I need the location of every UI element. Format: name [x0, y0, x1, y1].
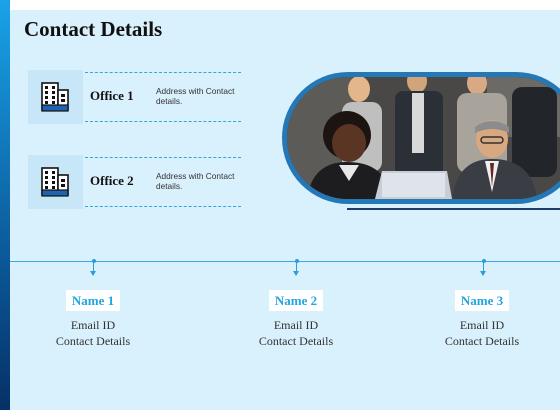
- office-icon-box: [28, 70, 83, 124]
- timeline-marker-3: [480, 259, 486, 276]
- office-address: Address with Contact details.: [156, 86, 235, 106]
- divider: [85, 121, 241, 122]
- timeline-dot: [481, 259, 486, 263]
- office-building-icon: [41, 167, 69, 197]
- contact-details: Contact Details: [444, 334, 520, 348]
- arrow-down-icon: [90, 271, 96, 276]
- top-border: [0, 0, 560, 10]
- contact-card-1: Name 1 Email ID Contact Details: [28, 290, 158, 349]
- bottom-border: [0, 410, 560, 420]
- team-photo-frame: [282, 72, 560, 204]
- timeline-marker-1: [90, 259, 96, 276]
- arrow-down-icon: [293, 271, 299, 276]
- timeline-dot: [91, 259, 96, 263]
- contact-email: Email ID: [273, 318, 319, 332]
- divider: [85, 72, 241, 73]
- contact-email: Email ID: [70, 318, 116, 332]
- left-accent-bar: [0, 0, 10, 420]
- contact-details: Contact Details: [55, 334, 131, 348]
- office-name: Office 2: [90, 173, 134, 188]
- team-photo-illustration: [287, 77, 560, 199]
- timeline-marker-2: [293, 259, 299, 276]
- team-photo: [287, 77, 560, 199]
- contact-name: Name 2: [268, 290, 324, 311]
- contact-details: Contact Details: [258, 334, 334, 348]
- arrow-down-icon: [480, 271, 486, 276]
- office-card-2: Office 2 Address with Contact details.: [28, 155, 243, 211]
- page-title: Contact Details: [24, 17, 163, 41]
- office-card-1: Office 1 Address with Contact details.: [28, 70, 243, 126]
- office-address: Address with Contact details.: [156, 171, 235, 191]
- timeline: [10, 261, 560, 262]
- office-icon-box: [28, 155, 83, 209]
- office-building-icon: [41, 82, 69, 112]
- divider: [85, 157, 241, 158]
- contact-name: Name 3: [454, 290, 510, 311]
- photo-underline: [347, 208, 560, 210]
- office-name: Office 1: [90, 88, 134, 103]
- contact-card-2: Name 2 Email ID Contact Details: [231, 290, 361, 349]
- contact-email: Email ID: [459, 318, 505, 332]
- contact-card-3: Name 3 Email ID Contact Details: [417, 290, 547, 349]
- contact-name: Name 1: [65, 290, 121, 311]
- divider: [85, 206, 241, 207]
- timeline-dot: [294, 259, 299, 263]
